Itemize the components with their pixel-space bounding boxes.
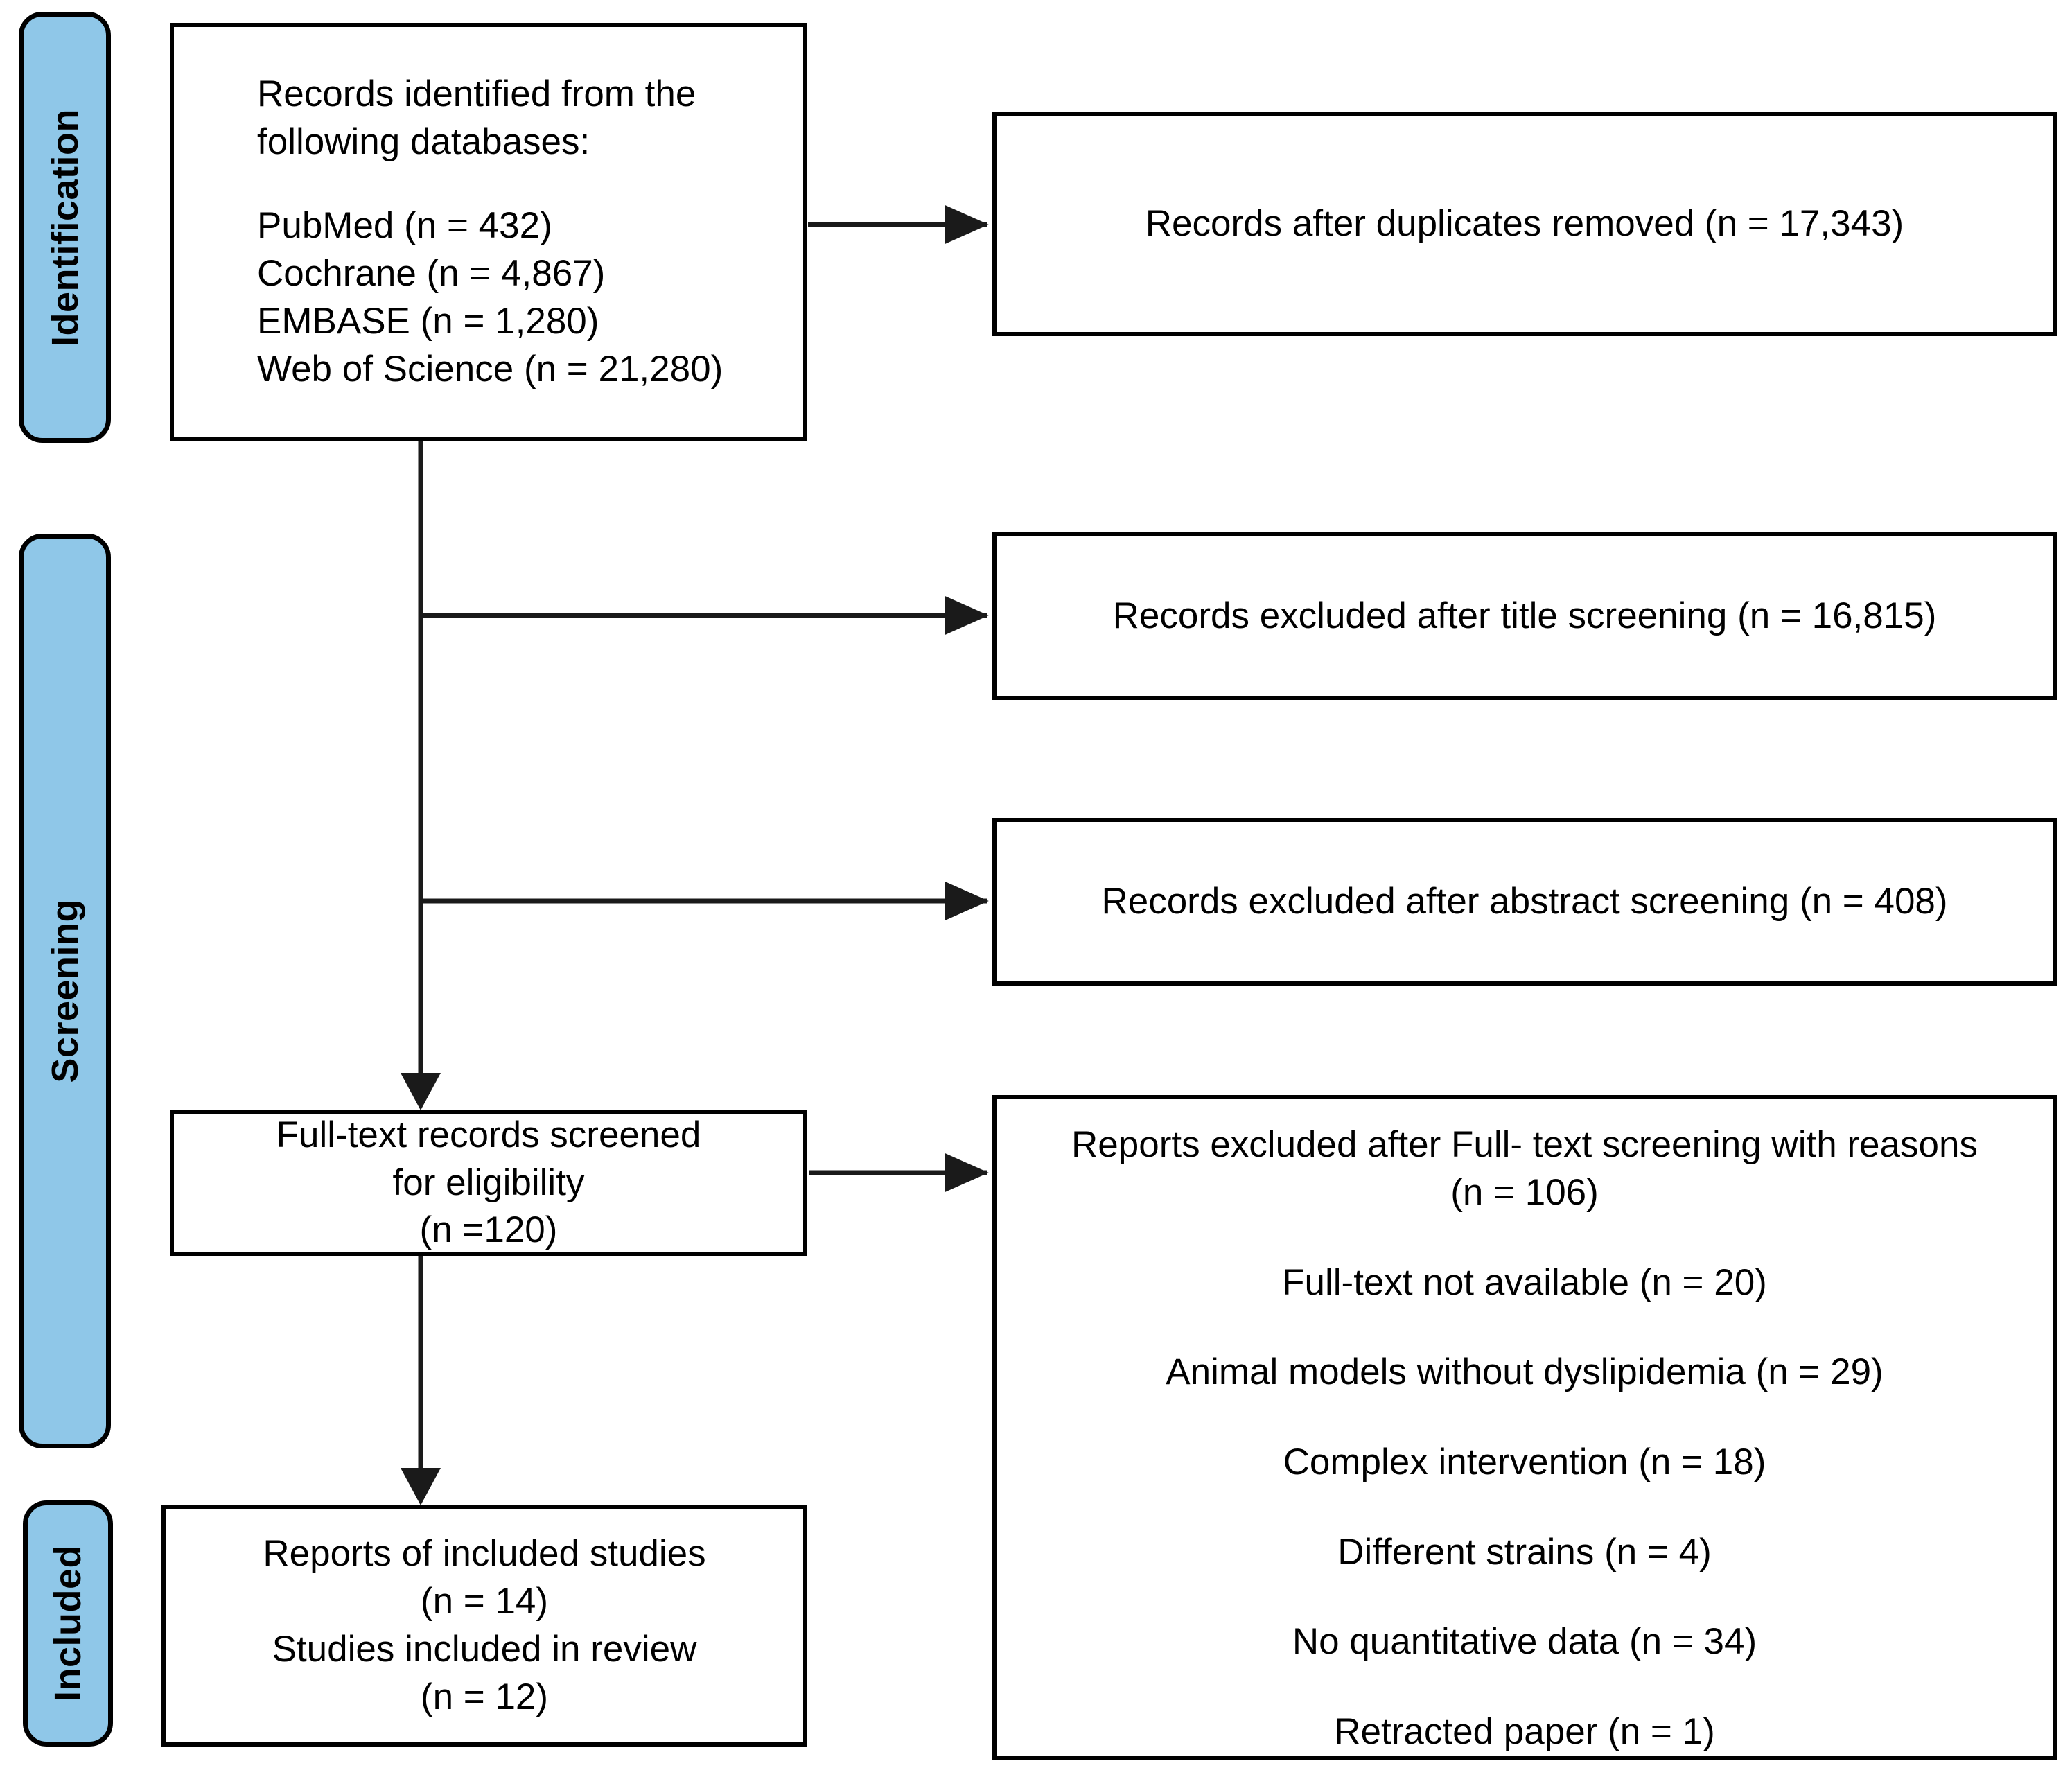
box-excluded-fulltext-with-reasons: Reports excluded after Full- text screen… (992, 1095, 2057, 1760)
records-identified-source-cochrane: Cochrane (n = 4,867) (257, 253, 606, 294)
records-identified-source-web-of-science: Web of Science (n = 21,280) (257, 348, 723, 389)
box-fulltext-records-screened: Full-text records screened for eligibili… (170, 1110, 807, 1256)
arrowhead-into-included-box (401, 1468, 441, 1505)
stage-badge-screening: Screening (19, 534, 111, 1448)
stage-label-screening: Screening (44, 899, 86, 1083)
fulltext-screened-line2: for eligibility (392, 1162, 585, 1203)
records-identified-source-pubmed: PubMed (n = 432) (257, 205, 552, 247)
excluded-reason-animal-models: Animal models without dyslipidemia (n = … (1166, 1351, 1884, 1393)
excluded-reason-different-strains: Different strains (n = 4) (1337, 1531, 1712, 1573)
records-identified-heading-line1: Records identified from the (257, 73, 696, 115)
excluded-fulltext-heading-count: (n = 106) (1450, 1171, 1599, 1213)
box-included-studies: Reports of included studies (n = 14) Stu… (161, 1505, 807, 1747)
excluded-fulltext-heading: Reports excluded after Full- text screen… (1071, 1124, 1978, 1165)
records-identified-heading-line2: following databases: (257, 121, 590, 163)
included-studies-reports-label: Reports of included studies (263, 1533, 706, 1575)
stage-badge-included: Included (23, 1500, 113, 1747)
box-excluded-abstract-screening: Records excluded after abstract screenin… (992, 818, 2057, 986)
included-studies-review-label: Studies included in review (272, 1629, 697, 1670)
duplicates-removed-text: Records after duplicates removed (n = 17… (1145, 203, 1904, 245)
box-records-identified: Records identified from the following da… (170, 23, 807, 441)
records-identified-source-embase: EMBASE (n = 1,280) (257, 300, 599, 342)
included-studies-review-count: (n = 12) (420, 1676, 549, 1717)
included-studies-reports-count: (n = 14) (420, 1581, 549, 1622)
stage-label-included: Included (47, 1545, 89, 1702)
fulltext-screened-line1: Full-text records screened (276, 1114, 701, 1155)
excluded-reason-retracted-paper: Retracted paper (n = 1) (1334, 1711, 1715, 1753)
stage-label-identification: Identification (44, 108, 86, 347)
box-duplicates-removed: Records after duplicates removed (n = 17… (992, 112, 2057, 336)
excluded-title-screening-text: Records excluded after title screening (… (1112, 595, 1937, 636)
excluded-reason-fulltext-not-available: Full-text not available (n = 20) (1282, 1261, 1767, 1303)
excluded-reason-complex-intervention: Complex intervention (n = 18) (1283, 1442, 1766, 1482)
excluded-abstract-screening-text: Records excluded after abstract screenin… (1101, 880, 1948, 922)
arrowhead-into-fulltext-box (401, 1073, 441, 1110)
stage-badge-identification: Identification (19, 12, 111, 443)
excluded-reason-no-quantitative-data: No quantitative data (n = 34) (1292, 1621, 1757, 1663)
fulltext-screened-count: (n =120) (419, 1209, 558, 1251)
box-excluded-title-screening: Records excluded after title screening (… (992, 532, 2057, 700)
